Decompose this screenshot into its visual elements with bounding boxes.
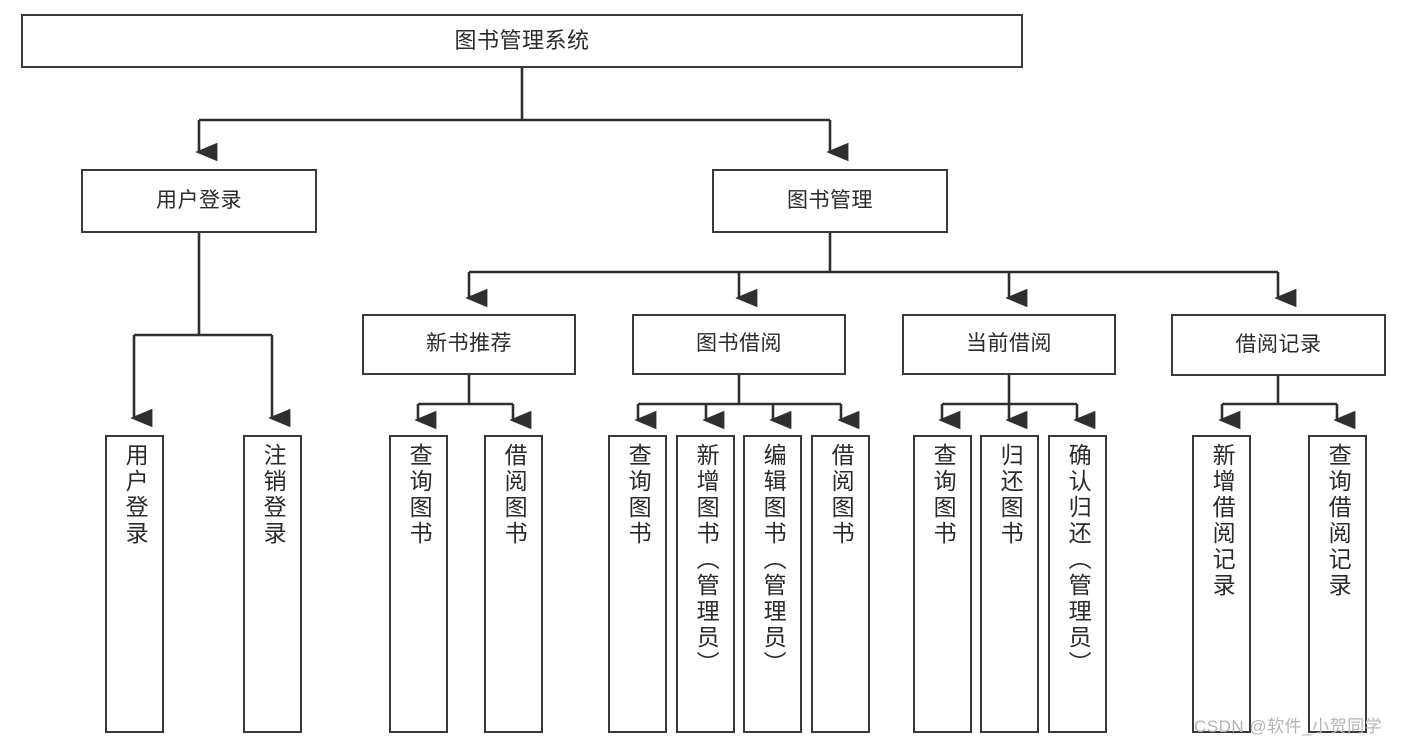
node-label: 用户登录 [156, 188, 242, 212]
node-current-borrow[interactable]: 当前借阅 [902, 314, 1116, 375]
node-book-borrow[interactable]: 图书借阅 [632, 314, 846, 375]
node-label: 新增图书（管理员） [693, 443, 720, 677]
node-label: 查询图书 [625, 443, 652, 547]
node-label: 借阅记录 [1235, 332, 1322, 356]
node-root-system[interactable]: 图书管理系统 [21, 14, 1023, 68]
leaf-current-borrow-2[interactable]: 确认归还（管理员） [1048, 435, 1107, 733]
node-label: 查询借阅记录 [1325, 443, 1352, 599]
leaf-current-borrow-1[interactable]: 归还图书 [980, 435, 1039, 733]
node-label: 查询图书 [406, 443, 433, 547]
leaf-book-borrow-3[interactable]: 借阅图书 [811, 435, 870, 733]
node-user-login[interactable]: 用户登录 [81, 169, 317, 233]
leaf-book-borrow-1[interactable]: 新增图书（管理员） [676, 435, 735, 733]
node-label: 借阅图书 [828, 443, 855, 547]
leaf-user-login-0[interactable]: 用户登录 [105, 435, 164, 733]
leaf-user-login-1[interactable]: 注销登录 [243, 435, 302, 733]
node-label: 确认归还（管理员） [1065, 443, 1092, 677]
node-new-book-recommend[interactable]: 新书推荐 [362, 314, 576, 375]
node-label: 编辑图书（管理员） [760, 443, 787, 677]
node-label: 图书管理 [787, 188, 873, 212]
node-label: 新增借阅记录 [1209, 443, 1236, 599]
node-label: 当前借阅 [966, 332, 1052, 356]
node-label: 注销登录 [260, 443, 287, 547]
leaf-borrow-record-0[interactable]: 新增借阅记录 [1192, 435, 1251, 733]
node-label: 图书借阅 [696, 332, 782, 356]
node-label: 图书管理系统 [454, 28, 590, 54]
node-label: 归还图书 [997, 443, 1024, 547]
leaf-new-book-recommend-1[interactable]: 借阅图书 [484, 435, 543, 733]
leaf-borrow-record-1[interactable]: 查询借阅记录 [1308, 435, 1367, 733]
leaf-book-borrow-0[interactable]: 查询图书 [608, 435, 667, 733]
node-label: 新书推荐 [426, 332, 512, 356]
node-label: 查询图书 [930, 443, 957, 547]
leaf-current-borrow-0[interactable]: 查询图书 [913, 435, 972, 733]
leaf-new-book-recommend-0[interactable]: 查询图书 [389, 435, 448, 733]
node-label: 用户登录 [122, 443, 149, 547]
watermark: CSDN @软件_小贺同学 [1194, 717, 1383, 736]
node-label: 借阅图书 [501, 443, 528, 547]
node-borrow-record[interactable]: 借阅记录 [1171, 314, 1386, 376]
node-book-management[interactable]: 图书管理 [712, 169, 948, 233]
leaf-book-borrow-2[interactable]: 编辑图书（管理员） [743, 435, 802, 733]
